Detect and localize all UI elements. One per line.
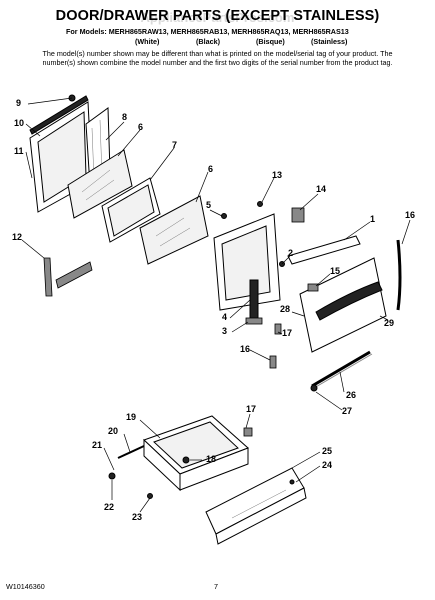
callout-21: 21 [92, 440, 103, 450]
callout-6-lower: 6 [208, 164, 214, 174]
door-bracket [43, 257, 93, 297]
vent-trim [310, 350, 373, 392]
outer-door-frame [29, 94, 93, 213]
callout-5: 5 [206, 200, 212, 210]
callout-8: 8 [122, 112, 128, 122]
drawer-slide [108, 445, 145, 480]
callout-11: 11 [14, 146, 24, 156]
outer-door-panel [279, 235, 387, 353]
callout-24: 24 [322, 460, 333, 470]
window-glass-lower [139, 195, 209, 265]
glass-pack-frame [101, 177, 161, 243]
callout-2: 2 [288, 248, 294, 258]
page-number: 7 [214, 582, 218, 591]
callout-1: 1 [370, 214, 376, 224]
callout-27: 27 [342, 406, 353, 416]
document-number: W10146360 [6, 582, 45, 591]
callout-29: 29 [384, 318, 395, 328]
callout-13: 13 [272, 170, 283, 180]
variant-black: (Black) [196, 37, 220, 46]
drawer-body [143, 415, 253, 492]
window-glass-upper [67, 149, 133, 219]
variant-bisque: (Bisque) [256, 37, 285, 46]
model-note: The model(s) number shown may be differe… [42, 49, 393, 67]
door-switch [269, 323, 282, 369]
models-line: For Models: MERH865RAW13, MERH865RAB13, … [66, 27, 349, 36]
callout-20: 20 [108, 426, 119, 436]
callout-16-right: 16 [405, 210, 416, 220]
drawer-front-panel [147, 467, 307, 545]
page-title: DOOR/DRAWER PARTS (EXCEPT STAINLESS) [55, 8, 380, 24]
callout-3: 3 [222, 326, 228, 336]
callout-15: 15 [330, 266, 341, 276]
callout-17-lower: 17 [246, 404, 257, 414]
variant-stainless: (Stainless) [311, 37, 348, 46]
callout-18: 18 [206, 454, 217, 464]
callout-22: 22 [104, 502, 115, 512]
door-hinge [245, 279, 263, 325]
callout-4: 4 [222, 312, 228, 322]
callout-6-upper: 6 [138, 122, 144, 132]
callout-leader-lines [21, 97, 411, 513]
callout-28: 28 [280, 304, 291, 314]
callout-16-lower: 16 [240, 344, 251, 354]
variant-white: (White) [135, 37, 160, 46]
callout-10: 10 [14, 118, 25, 128]
callout-12: 12 [12, 232, 23, 242]
callout-26: 26 [346, 390, 357, 400]
callout-25: 25 [322, 446, 333, 456]
door-gasket [396, 239, 402, 311]
callout-14: 14 [316, 184, 327, 194]
callout-9: 9 [16, 98, 22, 108]
callout-19: 19 [126, 412, 137, 422]
callout-17-upper: 17 [282, 328, 293, 338]
callout-23: 23 [132, 512, 143, 522]
callout-7: 7 [172, 140, 178, 150]
